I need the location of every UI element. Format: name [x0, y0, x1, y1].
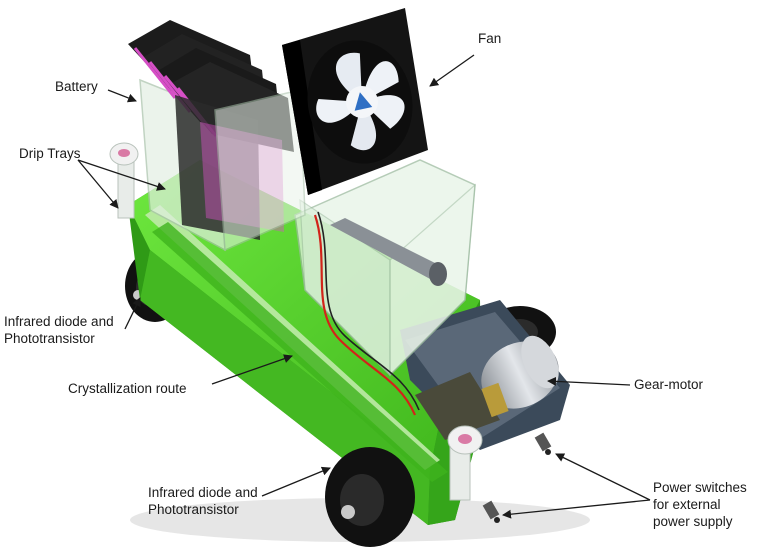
- motor-tray: [400, 300, 570, 450]
- drip-tray-post-front: [447, 425, 483, 501]
- arrow-gear-motor: [547, 376, 631, 386]
- power-switch-lower: [482, 500, 500, 523]
- label-crystallization-route: Crystallization route: [68, 381, 187, 396]
- acrylic-tank: [294, 159, 476, 416]
- label-ir-top: Infrared diode and Phototransistor: [4, 314, 114, 346]
- label-fan: Fan: [478, 31, 502, 46]
- callout-arrows: [77, 54, 651, 519]
- arrow-drip-tray-2: [77, 159, 166, 191]
- arrow-power-switch-1: [555, 453, 651, 501]
- label-battery: Battery: [55, 79, 98, 94]
- arrow-battery: [107, 89, 137, 103]
- arrow-fan: [429, 54, 475, 87]
- fan-blades: [316, 52, 405, 151]
- label-drip-trays: Drip Trays: [19, 146, 81, 161]
- label-gear-motor: Gear-motor: [634, 377, 704, 392]
- fan: [282, 8, 428, 195]
- power-switch-upper: [534, 432, 552, 455]
- battery: [128, 20, 306, 252]
- label-ir-bottom: Infrared diode and Phototransistor: [148, 485, 258, 517]
- drip-tray-post-back: [109, 142, 139, 219]
- arrow-crystallization: [211, 354, 293, 385]
- arrow-ir-bottom: [261, 466, 331, 497]
- arrow-drip-tray-1: [77, 159, 119, 209]
- label-power-switches: Power switches for external power supply: [653, 480, 747, 529]
- arrow-ir-top: [124, 297, 141, 330]
- arrow-power-switch-2: [502, 499, 651, 519]
- front-left-wheel: [325, 447, 415, 547]
